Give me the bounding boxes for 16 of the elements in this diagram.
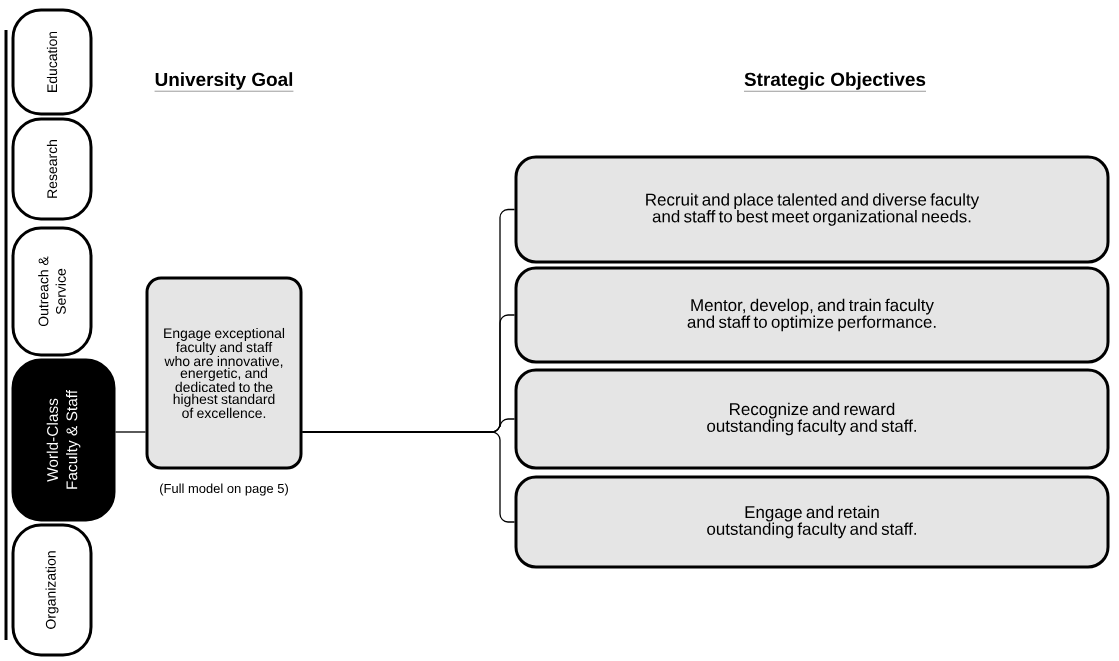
section-heading: Strategic Objectives xyxy=(743,72,927,92)
goal-box: Engage exceptional faculty and staff who are innovative, energetic, and dedicated to the highest standard of excellence. xyxy=(145,276,303,470)
objective-box: Engage and retain outstanding faculty and staff. xyxy=(514,475,1110,569)
connector-line xyxy=(114,431,147,433)
category-pill: Outreach & Service xyxy=(11,226,93,357)
spine-bar xyxy=(4,30,8,640)
objective-box: Mentor, develop, and train faculty and staff to optimize performance. xyxy=(514,266,1110,364)
node-label: (Full model on page 5) xyxy=(160,483,288,496)
category-pill: Research xyxy=(11,117,93,221)
objective-box: Recruit and place talented and diverse faculty and staff to best meet organizational needs. xyxy=(514,155,1110,264)
category-pill: Organization xyxy=(11,523,93,657)
category-pill: World-Class Faculty & Staff xyxy=(11,358,116,522)
connector-line xyxy=(301,431,516,523)
objective-box: Recognize and reward outstanding faculty and staff. xyxy=(514,368,1110,470)
section-heading: University Goal xyxy=(154,72,294,92)
category-pill: Education xyxy=(11,8,93,116)
